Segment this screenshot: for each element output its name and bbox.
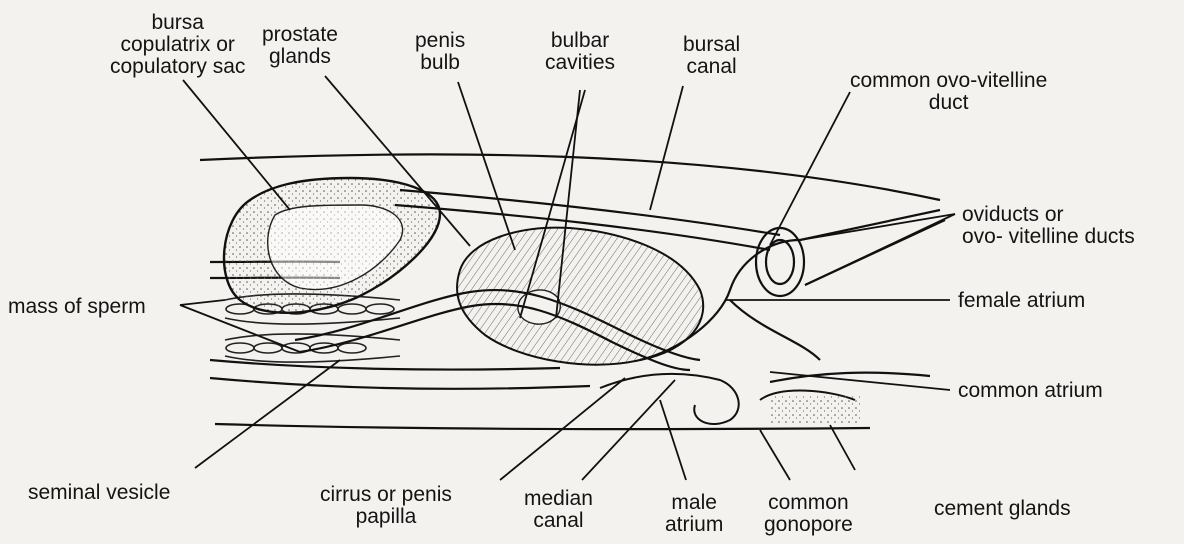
label-oviducts-line1: oviducts or [962, 204, 1135, 226]
label-cirrus-line1: cirrus or penis [320, 484, 452, 506]
label-common-gonopore: common gonopore [764, 492, 853, 536]
label-penis-bulb-line2: bulb [415, 52, 465, 74]
label-male-atrium-line2: atrium [665, 514, 723, 536]
label-bulbar-line2: cavities [545, 52, 615, 74]
label-prostate-line2: glands [262, 46, 338, 68]
label-cirrus-line2: papilla [320, 506, 452, 528]
label-penis-bulb-line1: penis [415, 30, 465, 52]
label-cement-glands: cement glands [934, 498, 1071, 520]
atrium-shape [600, 374, 860, 424]
label-median-canal-line1: median [524, 488, 593, 510]
label-bulbar-cavities: bulbar cavities [545, 30, 615, 74]
label-mass-of-sperm: mass of sperm [8, 296, 146, 318]
penis-bulb-shape [457, 228, 703, 365]
label-cirrus-penis-papilla: cirrus or penis papilla [320, 484, 452, 528]
label-bursal-canal-line2: canal [683, 56, 740, 78]
label-common-ovo-vitelline-duct: common ovo-vitelline duct [850, 70, 1047, 114]
label-bursal-canal: bursal canal [683, 34, 740, 78]
label-prostate-line1: prostate [262, 24, 338, 46]
label-bursal-canal-line1: bursal [683, 34, 740, 56]
label-bulbar-line1: bulbar [545, 30, 615, 52]
label-median-canal: median canal [524, 488, 593, 532]
label-male-atrium: male atrium [665, 492, 723, 536]
label-ovo-duct-line2: duct [850, 92, 1047, 114]
label-bursa-line1: bursa [110, 12, 245, 34]
label-ovo-duct-line1: common ovo-vitelline [850, 70, 1047, 92]
label-penis-bulb: penis bulb [415, 30, 465, 74]
label-prostate-glands: prostate glands [262, 24, 338, 68]
label-gonopore-line1: common [764, 492, 853, 514]
label-bursa-line2: copulatrix or [110, 34, 245, 56]
label-female-atrium: female atrium [958, 290, 1085, 312]
label-male-atrium-line1: male [665, 492, 723, 514]
label-seminal-vesicle: seminal vesicle [28, 482, 170, 504]
label-bursa-line3: copulatory sac [110, 56, 245, 78]
label-oviducts-line2: ovo- vitelline ducts [962, 226, 1135, 248]
label-bursa-copulatrix: bursa copulatrix or copulatory sac [110, 12, 245, 78]
label-gonopore-line2: gonopore [764, 514, 853, 536]
copulatory-sac-shape [224, 178, 440, 313]
label-median-canal-line2: canal [524, 510, 593, 532]
label-common-atrium: common atrium [958, 380, 1103, 402]
label-oviducts: oviducts or ovo- vitelline ducts [962, 204, 1135, 248]
